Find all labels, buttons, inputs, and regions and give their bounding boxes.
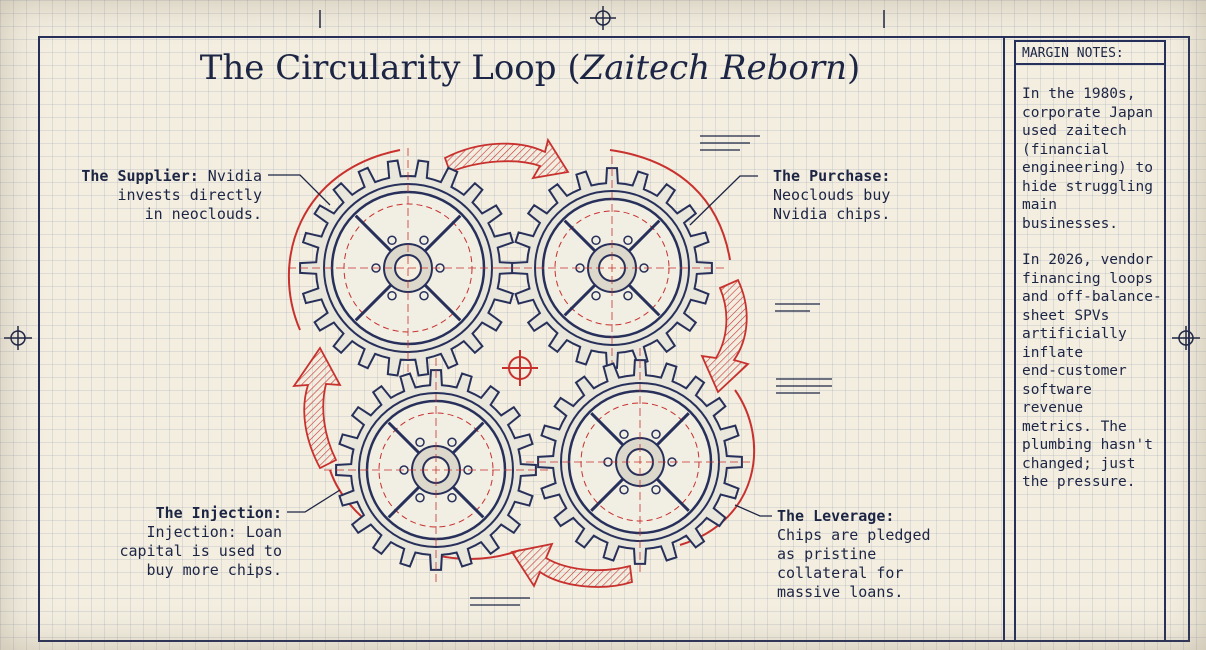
margin-notes-panel bbox=[1014, 64, 1166, 642]
drawing-frame bbox=[38, 36, 1190, 642]
arrow-top bbox=[443, 137, 570, 180]
arrow-right bbox=[700, 278, 750, 394]
purchase-label: The Purchase: Neoclouds buy Nvidia chips… bbox=[773, 167, 891, 223]
margin-note-1980s: In the 1980s, corporate Japan used zaite… bbox=[1022, 86, 1153, 232]
arrow-bottom bbox=[510, 542, 633, 588]
leverage-gear bbox=[526, 348, 754, 576]
supplier-gear bbox=[288, 148, 528, 388]
margin-note-2026: In 2026, vendor financing loops and off-… bbox=[1022, 252, 1162, 490]
title-subtitle: Zaitech Reborn bbox=[580, 48, 848, 88]
leader-lines bbox=[268, 135, 832, 606]
frame-divider bbox=[1003, 36, 1005, 642]
purchase-gear bbox=[500, 156, 724, 380]
injection-label: The Injection: Injection: Loan capital i… bbox=[119, 504, 282, 579]
gears bbox=[288, 148, 754, 582]
injection-gear bbox=[324, 358, 548, 582]
supplier-label: The Supplier: Nvidia invests directly in… bbox=[81, 167, 262, 223]
registration-marks bbox=[4, 6, 1200, 350]
margin-notes-heading: MARGIN NOTES: bbox=[1014, 40, 1166, 65]
flow-arrows bbox=[292, 137, 750, 588]
leverage-label: The Leverage: Chips are pledged as prist… bbox=[777, 507, 931, 601]
page-title: The Circularity Loop (Zaitech Reborn) bbox=[199, 48, 861, 88]
arrow-left bbox=[292, 346, 342, 470]
margin-notes-text: In the 1980s, corporate Japan used zaite… bbox=[1022, 85, 1162, 510]
